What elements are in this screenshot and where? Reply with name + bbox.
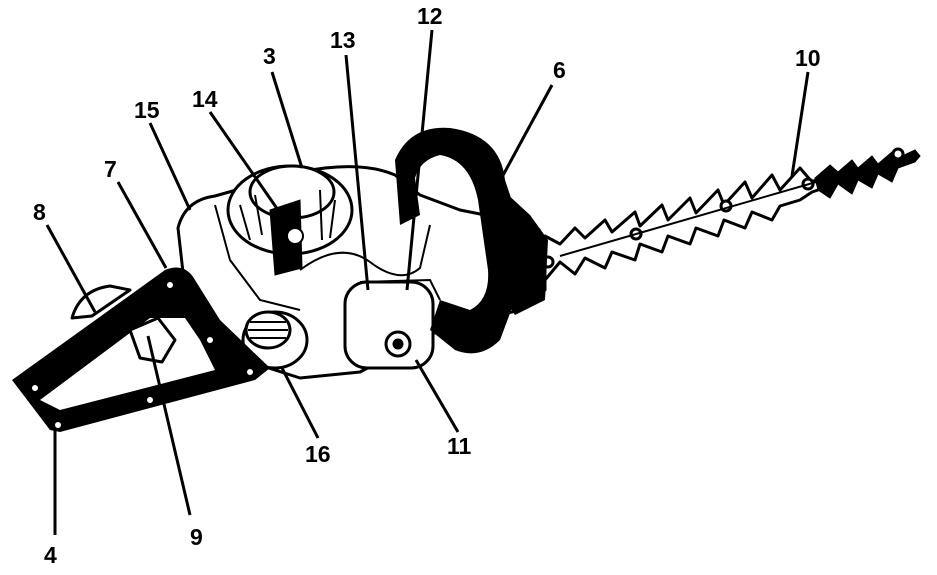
- cable: [299, 224, 431, 277]
- callout-6: 6: [553, 57, 566, 83]
- callout-4: 4: [44, 542, 57, 568]
- callout-13: 13: [330, 27, 356, 53]
- rear-handle: [12, 267, 270, 432]
- callout-8: 8: [33, 199, 46, 225]
- callout-11: 11: [447, 433, 472, 459]
- callout-labels: 3 4 6 7 8 9 10 11 12 13 14 15 16: [33, 3, 821, 568]
- starter-handle: [269, 199, 304, 276]
- air-filter-cover: [343, 278, 441, 370]
- fuel-cap: [241, 310, 309, 370]
- callout-7: 7: [104, 156, 117, 182]
- callout-10: 10: [795, 45, 821, 71]
- callout-12: 12: [417, 3, 443, 29]
- callout-9: 9: [190, 524, 203, 550]
- cutter-blade: [518, 147, 921, 284]
- front-handle: [395, 127, 548, 354]
- callout-3: 3: [263, 43, 276, 69]
- callout-16: 16: [305, 441, 331, 467]
- callout-14: 14: [192, 86, 218, 112]
- leader-lines: [45, 29, 810, 535]
- callout-15: 15: [134, 97, 160, 123]
